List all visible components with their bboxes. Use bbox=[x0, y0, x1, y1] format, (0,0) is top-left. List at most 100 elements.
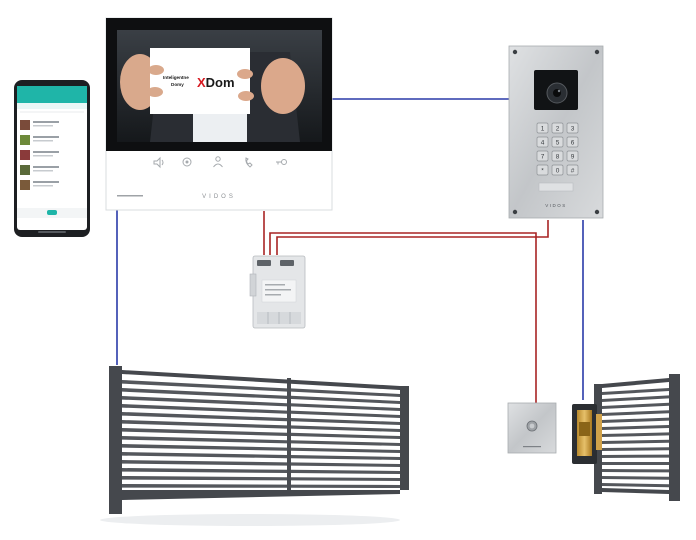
wicket-slat bbox=[602, 439, 669, 444]
keypad-key: # bbox=[566, 164, 579, 176]
wicket-slat bbox=[602, 417, 669, 423]
wire-psu-to-panel-1 bbox=[276, 220, 549, 255]
wicket-slat bbox=[602, 402, 669, 409]
gate-slat bbox=[122, 380, 287, 392]
home-icon bbox=[182, 157, 192, 167]
keypad-key-label: 9 bbox=[571, 153, 575, 160]
gate-slat bbox=[122, 436, 287, 444]
keypad-key-label: 5 bbox=[556, 139, 560, 146]
keypad-key-label: 7 bbox=[541, 153, 545, 160]
gate-slat bbox=[291, 469, 400, 474]
gate-slat bbox=[122, 444, 287, 451]
name-plate bbox=[538, 182, 574, 192]
wire-psu-to-button bbox=[269, 232, 537, 404]
keypad-key-label: * bbox=[541, 167, 544, 174]
keypad-key: 0 bbox=[551, 164, 564, 176]
gate-slat bbox=[291, 395, 400, 404]
key-icon bbox=[276, 159, 287, 165]
keypad-key: 6 bbox=[566, 136, 579, 148]
gate-slat bbox=[291, 462, 400, 467]
gate-slat bbox=[122, 404, 287, 414]
user-icon bbox=[213, 156, 223, 168]
gate-slat bbox=[291, 425, 400, 432]
wicket-slat bbox=[602, 395, 669, 402]
keypad: 1 2 3 4 5 6 7 8 9 * 0 # bbox=[536, 122, 579, 176]
panel-brand: VIDOS bbox=[545, 203, 567, 208]
wicket-slat bbox=[602, 410, 669, 416]
outdoor-panel: 1 2 3 4 5 6 7 8 9 * 0 # VIDOS bbox=[508, 45, 604, 219]
wiring bbox=[116, 98, 584, 404]
keypad-key: 1 bbox=[536, 122, 549, 134]
keypad-key-label: 4 bbox=[541, 139, 545, 146]
wicket-gate bbox=[594, 374, 680, 501]
phone-call-list bbox=[20, 120, 59, 190]
gate-slat bbox=[291, 432, 400, 439]
keypad-key-label: 0 bbox=[556, 167, 560, 174]
gate-slat bbox=[122, 460, 287, 466]
gate-slat bbox=[291, 477, 400, 481]
keypad-key-label: # bbox=[571, 167, 575, 174]
keypad-key: 2 bbox=[551, 122, 564, 134]
list-item bbox=[20, 150, 59, 160]
wicket-slat bbox=[602, 447, 669, 451]
wicket-slat bbox=[602, 462, 669, 465]
wicket-slat bbox=[602, 469, 669, 473]
gate-slat bbox=[291, 440, 400, 446]
sliding-gate bbox=[100, 366, 409, 526]
indoor-monitor: Inteligentne Domy XDom VIDOS bbox=[105, 17, 333, 211]
phone-nav-button bbox=[47, 210, 57, 215]
gate-slat bbox=[122, 396, 287, 407]
panel-screw bbox=[594, 49, 600, 55]
phone-app-header bbox=[17, 86, 87, 103]
wicket-slat bbox=[602, 432, 669, 437]
wicket-slats bbox=[602, 388, 669, 488]
wicket-slat bbox=[602, 388, 669, 395]
monitor-brand: VIDOS bbox=[202, 194, 236, 200]
keypad-key-label: 6 bbox=[571, 139, 575, 146]
keypad-key: * bbox=[536, 164, 549, 176]
card-text-line1: Inteligentne bbox=[163, 75, 189, 80]
speaker-icon bbox=[153, 156, 164, 169]
panel-screw bbox=[594, 209, 600, 215]
smartphone bbox=[14, 80, 90, 237]
keypad-key: 3 bbox=[566, 122, 579, 134]
keypad-key-label: 2 bbox=[556, 125, 560, 132]
gate-slats bbox=[122, 380, 400, 488]
monitor-screen: Inteligentne Domy XDom bbox=[117, 30, 322, 142]
gate-slat bbox=[122, 468, 287, 473]
keypad-key-label: 1 bbox=[541, 125, 545, 132]
gate-slat bbox=[291, 447, 400, 453]
keypad-key: 5 bbox=[551, 136, 564, 148]
gate-slat bbox=[122, 388, 287, 399]
panel-screw bbox=[512, 49, 518, 55]
list-item bbox=[20, 180, 59, 190]
keypad-key: 8 bbox=[551, 150, 564, 162]
exit-button bbox=[507, 402, 557, 454]
gate-slat bbox=[291, 455, 400, 460]
panel-screw bbox=[512, 209, 518, 215]
gate-slat bbox=[291, 388, 400, 397]
gate-slat bbox=[291, 418, 400, 425]
gate-slat bbox=[122, 428, 287, 436]
keypad-key: 4 bbox=[536, 136, 549, 148]
gate-slat bbox=[291, 403, 400, 411]
wicket-slat bbox=[602, 483, 669, 488]
wicket-slat bbox=[602, 476, 669, 480]
list-item bbox=[20, 120, 59, 130]
power-supply bbox=[249, 255, 306, 329]
keypad-key: 7 bbox=[536, 150, 549, 162]
gate-slat bbox=[122, 420, 287, 429]
gate-slat bbox=[122, 412, 287, 422]
gate-slat bbox=[291, 484, 400, 488]
keypad-key-label: 8 bbox=[556, 153, 560, 160]
gate-slat bbox=[291, 410, 400, 418]
electric-strike-lock bbox=[572, 404, 602, 464]
wicket-slat bbox=[602, 425, 669, 430]
card-text-line2: Domy bbox=[171, 82, 184, 87]
business-card: Inteligentne Domy XDom bbox=[150, 48, 250, 114]
gate-slat bbox=[122, 452, 287, 459]
keypad-key: 9 bbox=[566, 150, 579, 162]
card-brand-logo: XDom bbox=[197, 75, 235, 90]
keypad-key-label: 3 bbox=[571, 125, 575, 132]
